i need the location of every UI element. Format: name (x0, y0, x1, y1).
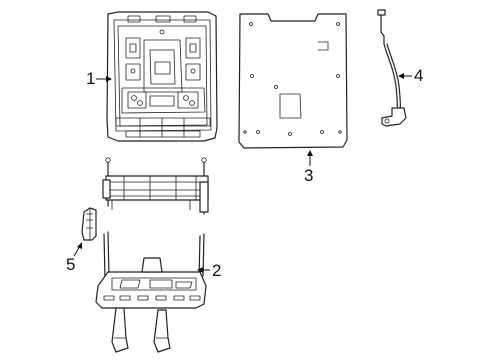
callout-1-label: 1 (86, 69, 95, 88)
callout-4-label: 4 (414, 66, 423, 85)
callout-3-label: 3 (304, 166, 313, 185)
callout-2: 2 (197, 261, 221, 280)
callout-5-label: 5 (66, 255, 75, 274)
callout-3: 3 (304, 150, 313, 185)
part-5-side-bracket (81, 207, 97, 241)
part-4-release-cable (377, 9, 407, 127)
callout-2-label: 2 (212, 261, 221, 280)
callout-5: 5 (66, 242, 82, 274)
callout-4: 4 (398, 66, 423, 85)
part-2-seat-cushion-frame (95, 231, 207, 353)
callout-1: 1 (86, 69, 112, 88)
part-3-seat-back-panel (238, 13, 348, 149)
part-1-seat-frame (106, 11, 218, 142)
middle-frame-assembly (102, 157, 209, 215)
